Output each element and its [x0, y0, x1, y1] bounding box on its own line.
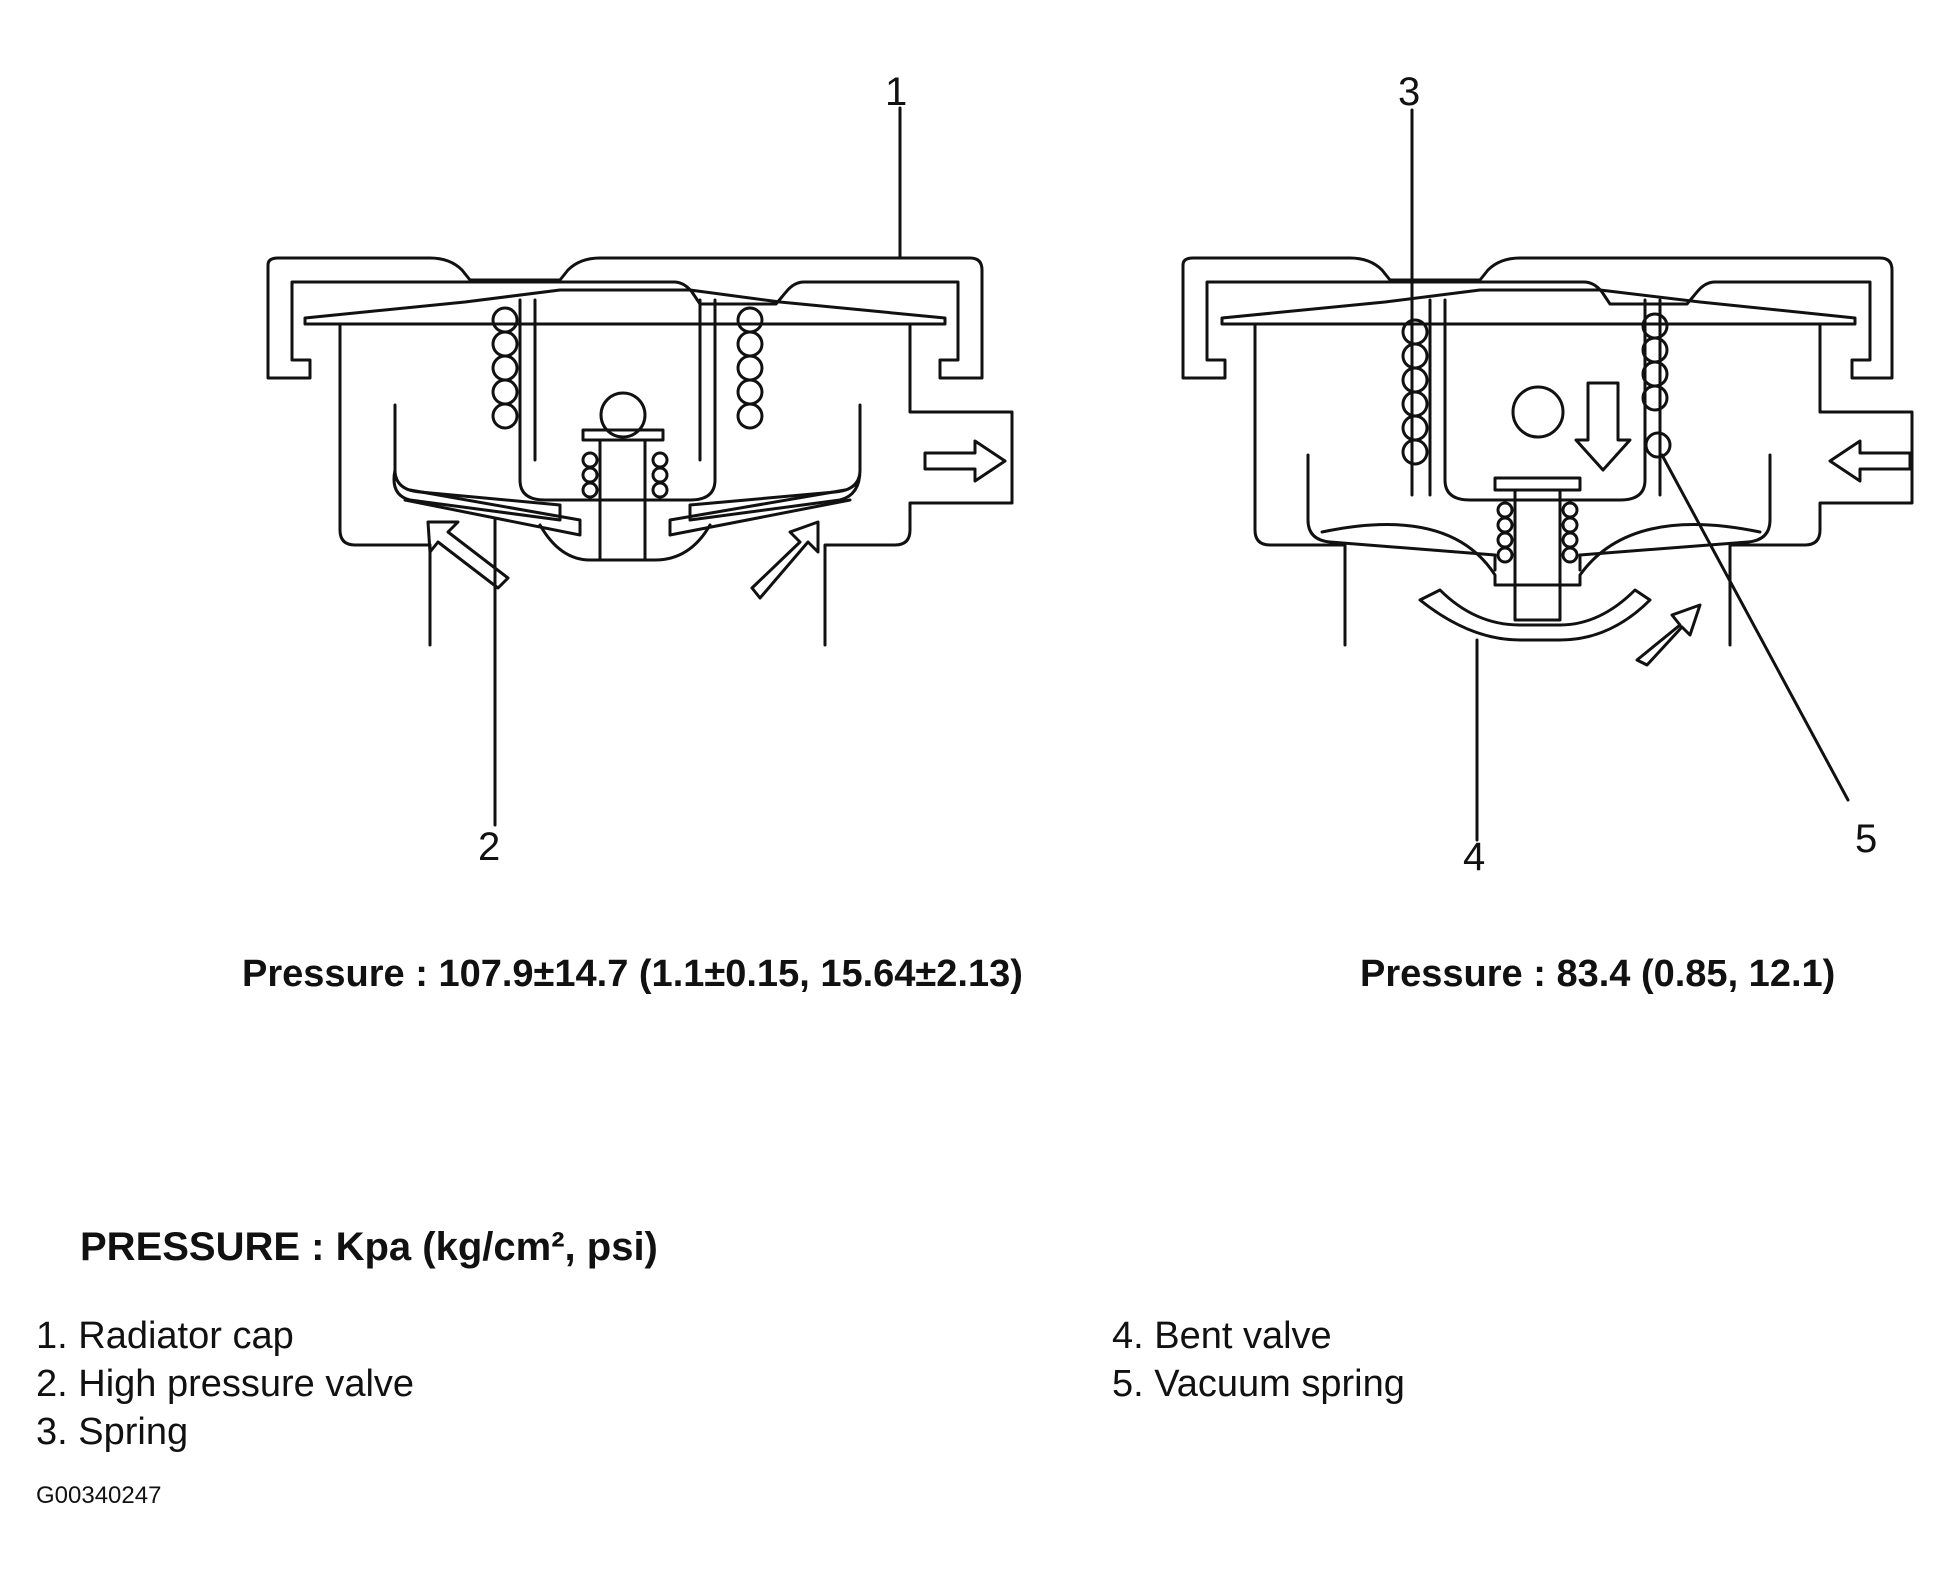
- legend-item: 4. Bent valve: [1112, 1315, 1332, 1357]
- figure-code: G00340247: [36, 1482, 162, 1509]
- right-pressure-spec: Pressure : 83.4 (0.85, 12.1): [1360, 953, 1836, 995]
- callout-3: 3: [1398, 70, 1420, 114]
- pressure-units-note: PRESSURE : Kpa (kg/cm², psi): [80, 1225, 658, 1269]
- callout-2: 2: [478, 825, 500, 869]
- legend-item: 2. High pressure valve: [36, 1363, 415, 1405]
- legend-item: 5. Vacuum spring: [1112, 1363, 1405, 1405]
- right-cap-drawing: [1181, 108, 1914, 842]
- callout-5: 5: [1855, 817, 1877, 861]
- left-pressure-spec: Pressure : 107.9±14.7 (1.1±0.15, 15.64±2…: [242, 953, 1023, 995]
- legend-item: 1. Radiator cap: [36, 1315, 294, 1357]
- left-cap-drawing: [266, 106, 1014, 827]
- callout-1: 1: [885, 70, 907, 114]
- legend-right: 4. Bent valve 5. Vacuum spring: [1112, 1312, 1405, 1408]
- callout-4: 4: [1463, 835, 1485, 879]
- legend-item: 3. Spring: [36, 1411, 189, 1453]
- legend-left: 1. Radiator cap 2. High pressure valve 3…: [36, 1312, 414, 1456]
